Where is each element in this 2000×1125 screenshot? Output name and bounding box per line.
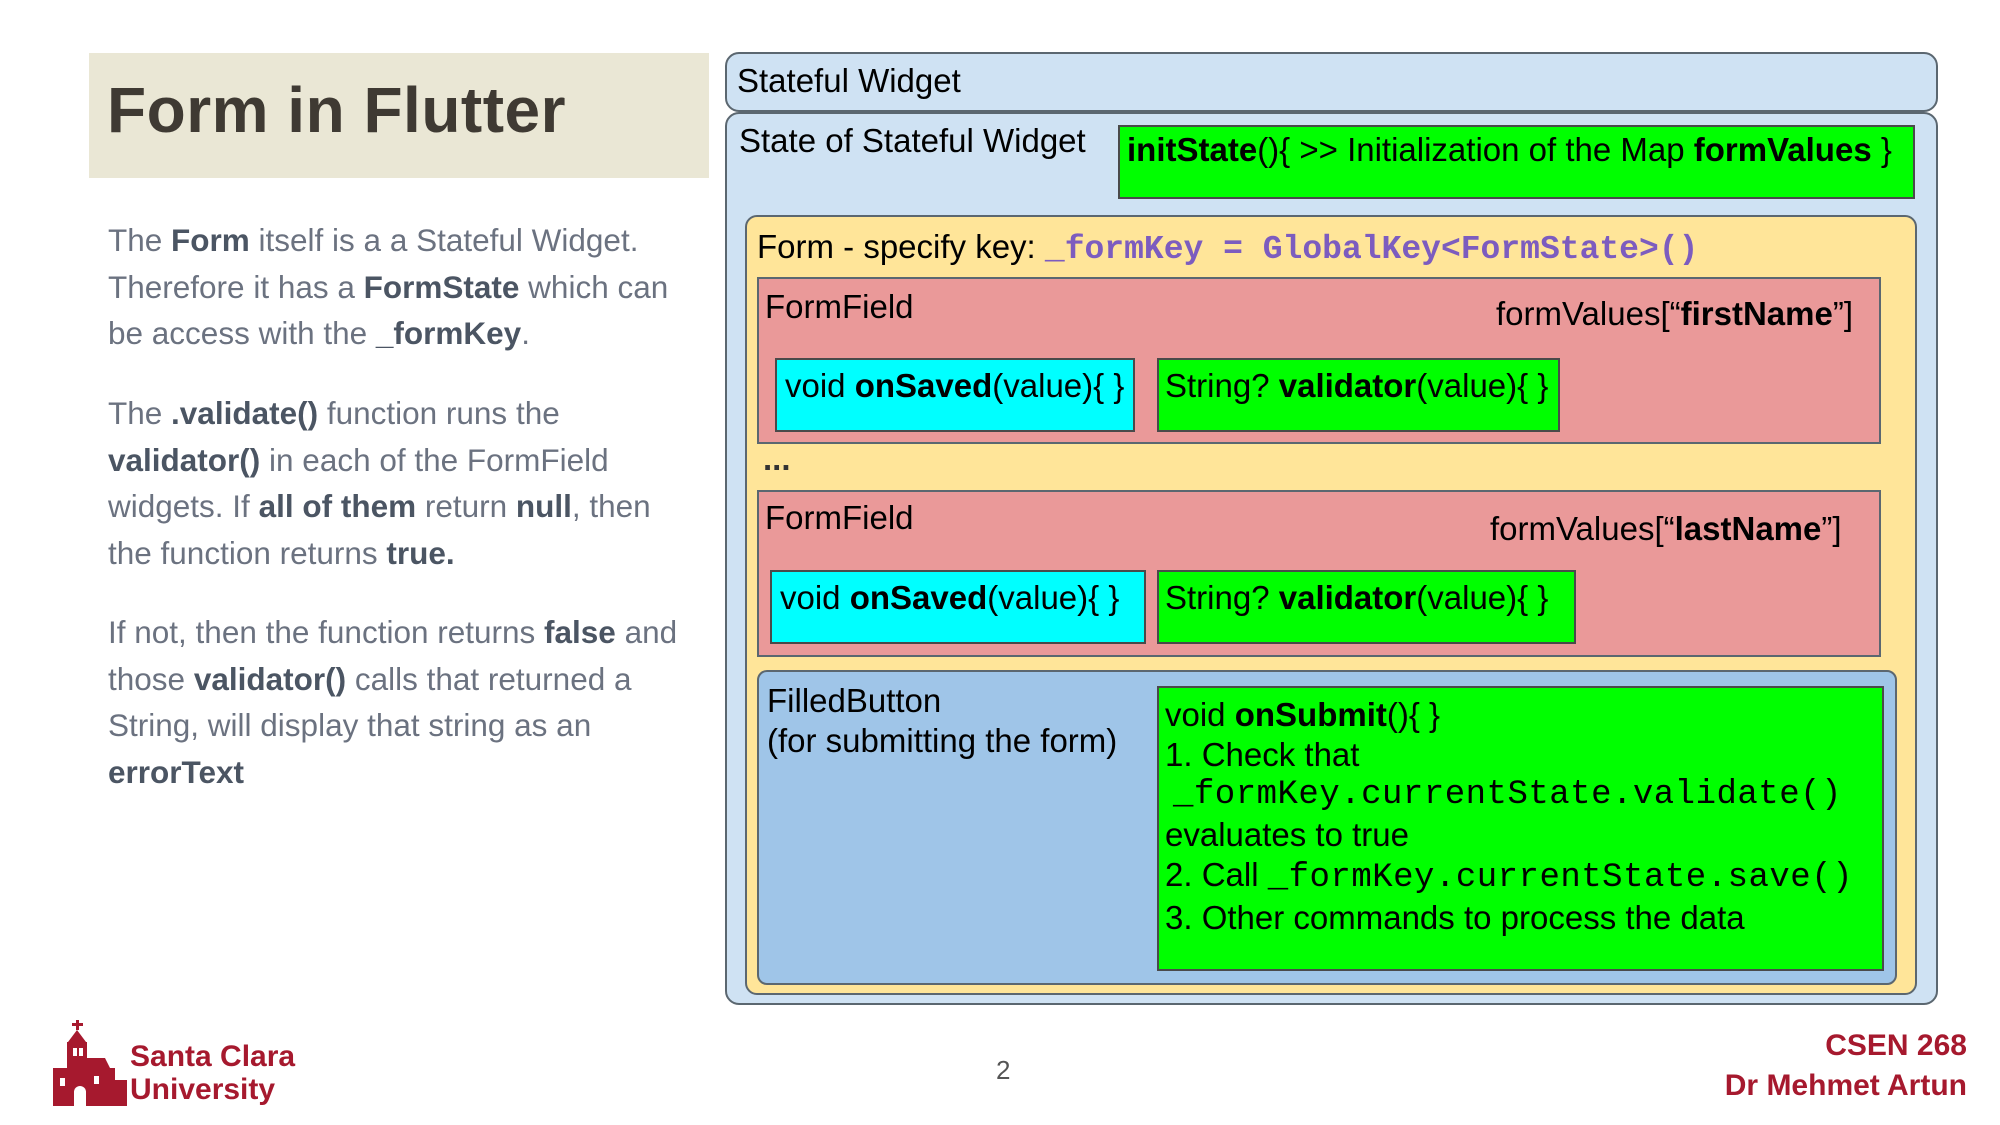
form-key-code: _formKey = GlobalKey<FormState>()	[1044, 231, 1699, 268]
save-call-code: _formKey.currentState.save()	[1267, 859, 1854, 897]
validator-text: String? validator(value){ }	[1165, 579, 1549, 616]
stateful-widget-label: Stateful Widget	[737, 62, 961, 99]
init-state-text: initState(){ >> Initialization of the Ma…	[1127, 131, 1892, 168]
on-submit-text: void onSubmit(){ } 1. Check that _formKe…	[1165, 696, 1854, 936]
paragraph-formstate: The Form itself is a a Stateful Widget. …	[108, 222, 669, 351]
page-number: 2	[996, 1055, 1011, 1085]
stateful-widget-box	[725, 52, 1938, 112]
paragraph-validate: The .validate() function runs the valida…	[108, 395, 651, 571]
state-label: State of Stateful Widget	[739, 122, 1086, 159]
form-field-label: FormField	[765, 288, 914, 325]
course-code: CSEN 268	[1825, 1029, 1967, 1062]
form-values-last-name: formValues[“lastName”]	[1490, 510, 1842, 547]
on-saved-text: void onSaved(value){ }	[780, 579, 1120, 616]
on-submit-box	[1157, 686, 1884, 971]
title-bar	[89, 53, 709, 178]
slide-title: Form in Flutter	[107, 74, 567, 146]
form-label: Form - specify key: _formKey = GlobalKey…	[757, 228, 1699, 268]
instructor-name: Dr Mehmet Artun	[1724, 1069, 1967, 1102]
init-state-box	[1118, 125, 1915, 199]
on-saved-box	[770, 570, 1146, 644]
filled-button-label: FilledButton(for submitting the form)	[767, 682, 1118, 759]
santa-clara-mission-logo-icon	[50, 1018, 130, 1108]
on-saved-text: void onSaved(value){ }	[785, 367, 1125, 404]
validator-box	[1157, 358, 1560, 432]
validator-box	[1157, 570, 1576, 644]
form-field-label: FormField	[765, 499, 914, 536]
ellipsis: ...	[763, 440, 791, 477]
paragraph-error-text: If not, then the function returns false …	[108, 614, 678, 790]
form-values-first-name: formValues[“firstName”]	[1496, 295, 1854, 332]
on-saved-box	[775, 358, 1135, 432]
course-info: CSEN 268 Dr Mehmet Artun	[1725, 1026, 1967, 1106]
validate-call-code: _formKey.currentState.validate()	[1173, 776, 1842, 814]
validator-text: String? validator(value){ }	[1165, 367, 1549, 404]
